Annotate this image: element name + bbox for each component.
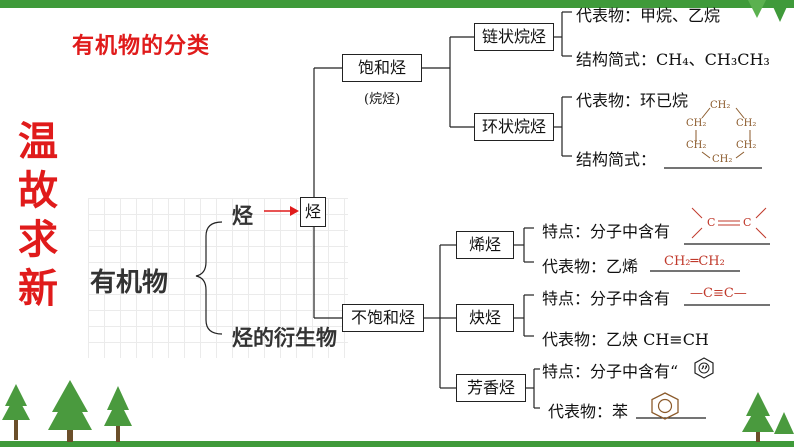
chain-rep-text: 代表物：甲烷、乙烷 <box>576 6 721 25</box>
ethylene-formula: CH₂═CH₂ <box>664 254 725 269</box>
triple-bond-answer: —C≡C— <box>690 286 747 301</box>
chain-formula-row: 结构简式：CH₄、CH₃CH₃ <box>576 46 770 70</box>
alkene-double-bond: C C <box>688 206 770 242</box>
ring-rep-text: 代表物：环已烷 <box>576 91 689 110</box>
benzene-answer-icon <box>651 392 679 420</box>
ch2-label: CH₂ <box>736 140 757 151</box>
side-title-char: 新 <box>18 266 58 312</box>
ch2-label: CH₂ <box>712 154 733 165</box>
chain-formula-prefix: 结构简式： <box>576 50 657 69</box>
alkane-note: (烷烃) <box>364 92 401 107</box>
ch2-label: CH₂ <box>686 118 707 129</box>
alkyne-feature-text: 特点：分子中含有 <box>542 289 671 308</box>
benzene-ring-icon <box>694 357 714 379</box>
alkyne-box: 炔烃 <box>456 304 514 332</box>
corner-tree-icon <box>748 0 790 22</box>
derivative-label: 烃的衍生物 <box>232 326 337 350</box>
unsaturated-box: 不饱和烃 <box>342 304 424 332</box>
alkyne-rep-text: 代表物：乙炔 CH≡CH <box>542 330 709 349</box>
aromatic-feature-suffix: ” <box>700 362 709 381</box>
ch2-label: CH₂ <box>710 100 731 111</box>
cyclohexane-structure: CH₂ CH₂ CH₂ CH₂ CH₂ CH₂ <box>684 100 768 166</box>
ring-formula-prefix: 结构简式： <box>576 150 657 169</box>
ch2-label: CH₂ <box>736 118 757 129</box>
alkene-rep-text: 代表物：乙烯 <box>542 257 639 276</box>
double-bond-lines <box>691 207 767 239</box>
page-title: 有机物的分类 <box>72 34 211 59</box>
top-green-bar <box>0 0 794 8</box>
ring-alkane-box: 环状烷烃 <box>474 113 554 141</box>
alkene-box: 烯烃 <box>456 231 514 259</box>
carbon-atom-label: C <box>707 216 716 229</box>
chain-alkane-box: 链状烷烃 <box>474 23 554 51</box>
aromatic-rep-text: 代表物：苯 <box>548 402 629 421</box>
pine-tree-right-icon <box>742 392 794 442</box>
carbon-atom-label: C <box>743 216 752 229</box>
ch2-label: CH₂ <box>686 140 707 151</box>
chain-formula: CH₄、CH₃CH₃ <box>656 50 770 69</box>
aromatic-feature-prefix: 特点：分子中含有“ <box>542 362 679 381</box>
side-title: 温 故 求 新 <box>14 118 62 314</box>
saturated-box: 饱和烃 <box>342 54 422 82</box>
alkene-feature-text: 特点：分子中含有 <box>542 222 671 241</box>
aromatic-box: 芳香烃 <box>456 374 526 402</box>
pine-trees-icon <box>2 380 132 442</box>
side-title-char: 求 <box>18 217 58 263</box>
hydrocarbon-label: 烃 <box>232 204 253 228</box>
hydrocarbon-box: 烃 <box>300 197 326 227</box>
cyclohexane-bonds <box>695 107 751 159</box>
side-title-char: 温 <box>18 119 58 165</box>
aromatic-feature-row: 特点：分子中含有“ ” <box>542 358 708 382</box>
side-title-char: 故 <box>18 168 58 214</box>
bottom-green-bar <box>0 441 794 447</box>
root-organic-compound: 有机物 <box>90 268 169 298</box>
